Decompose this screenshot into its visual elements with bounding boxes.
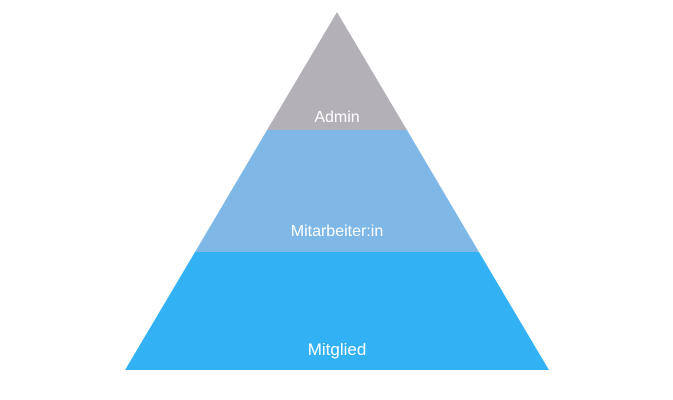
tier-admin-shape <box>267 12 407 130</box>
tier-mitglied-label: Mitglied <box>308 340 367 359</box>
tier-mitglied-shape <box>125 252 549 370</box>
tier-admin-label: Admin <box>314 109 359 126</box>
tier-mitarbeiterin-shape <box>195 130 479 252</box>
tier-mitarbeiterin-label: Mitarbeiter:in <box>291 223 383 240</box>
